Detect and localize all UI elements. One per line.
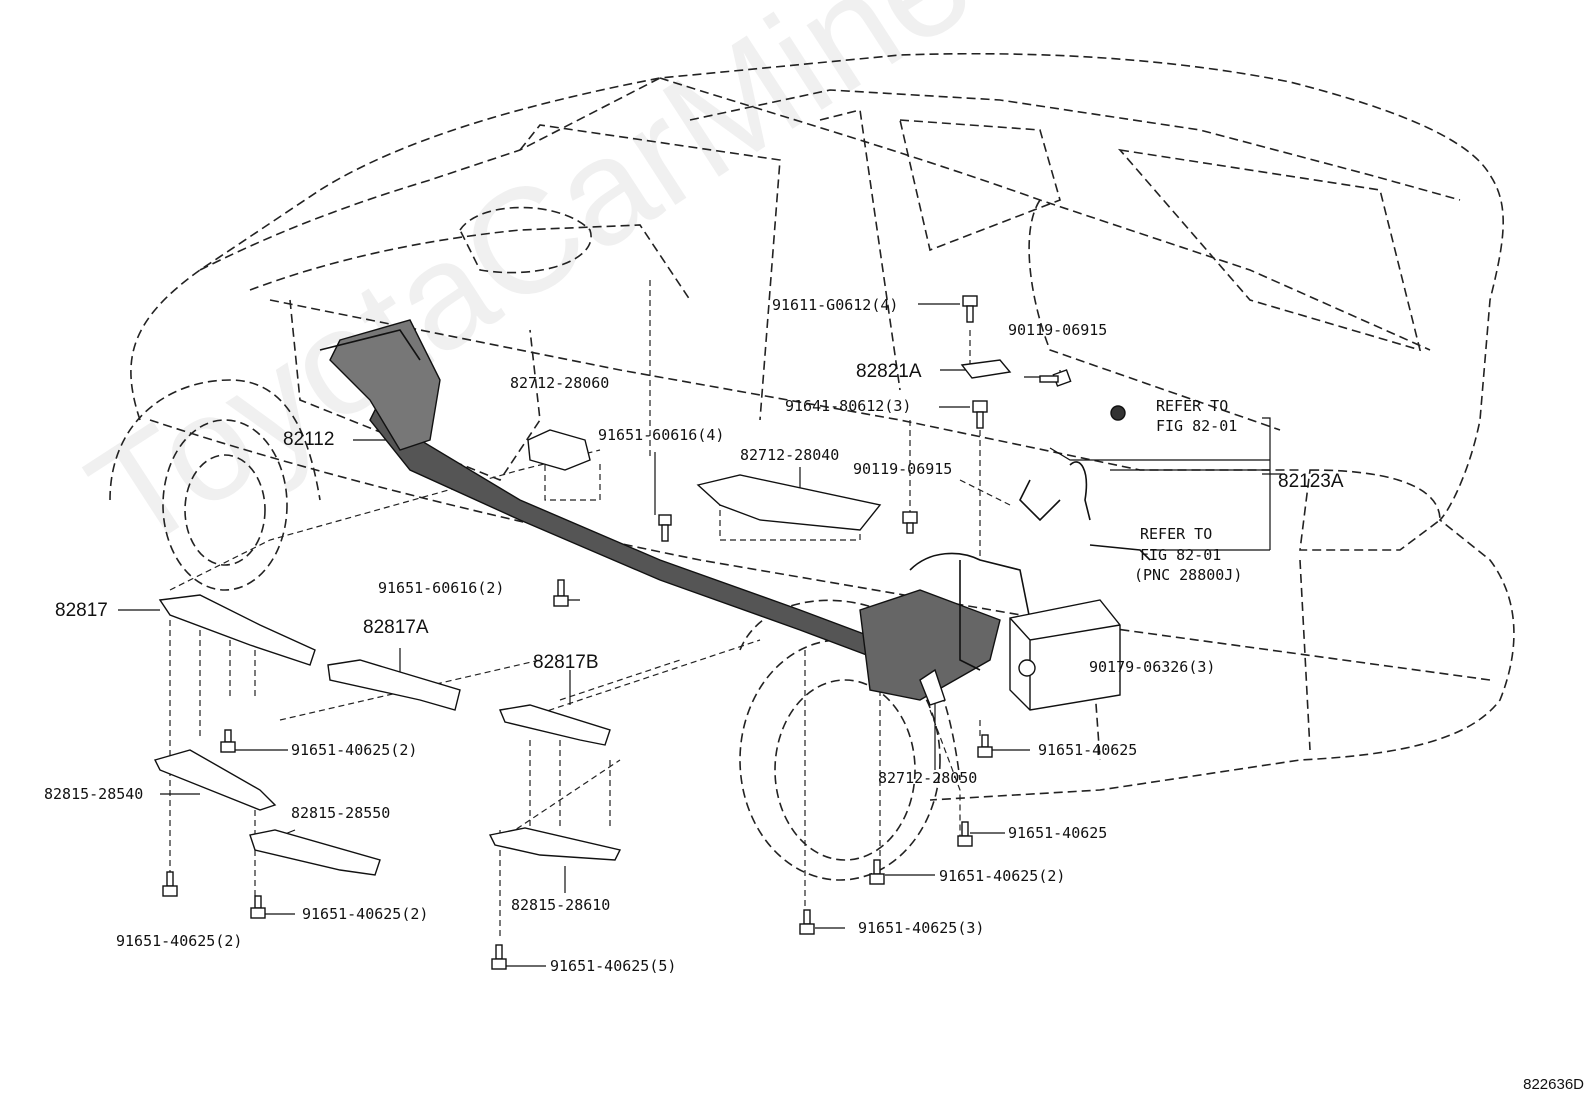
roof-line [659,77,1431,351]
nut-refer [1110,405,1126,421]
bracket-82817 [158,594,316,666]
label-91641-80612-3: 91641-80612(3) [785,397,912,415]
harness-wire-5 [1019,479,1061,522]
harness-wire-1 [319,329,421,361]
bolt-91651-40625-a [977,734,993,758]
box-rear [1009,599,1121,711]
rear-wheel-inner [774,679,916,861]
rear-window [1117,148,1422,352]
label-fig-82-01-1: FIG 82-01 [1156,417,1238,435]
label-91651-40625-3: 91651-40625(3) [858,919,985,937]
bolt-91651-40625-5 [491,944,507,970]
harness-wire-6 [1089,544,1151,561]
bracket-82712-28050 [919,668,946,706]
label-82815-28550: 82815-28550 [291,804,391,822]
harness-wire-4 [1069,461,1091,521]
bracket-82817b [499,704,611,746]
label-90119-06915-b: 90119-06915 [853,460,953,478]
dashboard [249,224,691,301]
label-82112: 82112 [283,429,335,450]
c-pillar [1028,199,1281,431]
bolt-91651-40625-2a [220,729,236,753]
label-82712-28040: 82712-28040 [740,446,840,464]
leader-rear-lower [499,639,761,841]
harness-rear-branch [859,589,1001,701]
bolt-91651-40625-2c [250,895,266,919]
label-91651-60616-2: 91651-60616(2) [378,579,505,597]
b-pillar [819,109,901,391]
bolt-91651-60616-4 [658,514,672,542]
bracket-82817a [327,659,461,711]
label-fig-82-01-2: FIG 82-01 [1140,546,1222,564]
bolt-90119-06915-a [1039,369,1072,387]
label-91651-40625-a: 91651-40625 [1038,741,1138,759]
roof-line-inner [689,89,1461,201]
label-91611-g0612-4: 91611-G0612(4) [772,296,899,314]
bracket-82815-28540 [153,749,277,811]
label-pnc-28800j: (PNC 28800J) [1134,566,1243,584]
label-refer-to-1: REFER TO [1156,397,1229,415]
label-82712-28060: 82712-28060 [510,374,610,392]
bolt-91651-40625-3 [799,909,815,935]
label-91651-40625-2d: 91651-40625(2) [116,932,243,950]
front-wheel-inner [184,454,266,566]
label-refer-to-2: REFER TO [1140,525,1213,543]
steering-wheel [459,206,592,274]
label-91651-40625-2a: 91651-40625(2) [291,741,418,759]
rear-bumper [1299,469,1441,551]
bolt-91641-80612 [972,400,988,429]
bracket-82815-28550 [249,829,381,876]
label-82821a: 82821A [856,361,922,382]
bolt-91651-40625-b [957,821,973,847]
label-91651-40625-2c: 91651-40625(2) [302,905,429,923]
label-82817b: 82817B [533,652,599,673]
bolt-91611-g0612 [962,295,978,323]
rocker-line [149,419,1491,681]
label-82817a: 82817A [363,617,429,638]
bracket-82712-28040 [696,474,882,531]
label-91651-60616-4: 91651-60616(4) [598,426,725,444]
label-91651-40625-2b: 91651-40625(2) [939,867,1066,885]
bracket-82712-28060 [527,429,591,471]
label-82815-28610: 82815-28610 [511,896,611,914]
bolt-90119-06915-b [902,511,918,534]
label-91651-40625-b: 91651-40625 [1008,824,1108,842]
figure-code: 822636D [1523,1076,1584,1093]
harness-front-branch [329,319,441,451]
vehicle-body-outline [130,52,1515,801]
bracket-82815-28610 [488,827,622,861]
front-wheel-arch [109,379,321,501]
harness-wire-3 [959,560,981,671]
plate-82821a [960,359,1012,379]
label-90179-06326-3: 90179-06326(3) [1089,658,1216,676]
label-82815-28540: 82815-28540 [44,785,144,803]
windshield [199,77,661,271]
label-82712-28050: 82712-28050 [878,769,978,787]
leader-82712-28060 [544,455,601,501]
side-window [898,119,1061,252]
leader-90119 [909,420,1011,520]
harness-wire-2 [909,552,1031,621]
front-wheel [162,419,288,591]
leader-mount-e [804,650,881,915]
leader-mount-d [499,740,611,940]
leader-bracket-right [929,709,961,840]
nut-90179-06326 [1018,659,1036,677]
label-90119-06915-a: 90119-06915 [1008,321,1108,339]
bolt-91651-40625-2d [162,871,178,897]
front-door [289,299,541,481]
a-pillar [519,124,781,421]
leader-82712-28040 [719,500,861,541]
label-91651-40625-5: 91651-40625(5) [550,957,677,975]
label-82123a: 82123A [1278,471,1344,492]
bolt-91651-60616-2 [553,579,569,607]
label-82817: 82817 [55,600,108,621]
bolt-91651-40625-2b [869,859,885,885]
